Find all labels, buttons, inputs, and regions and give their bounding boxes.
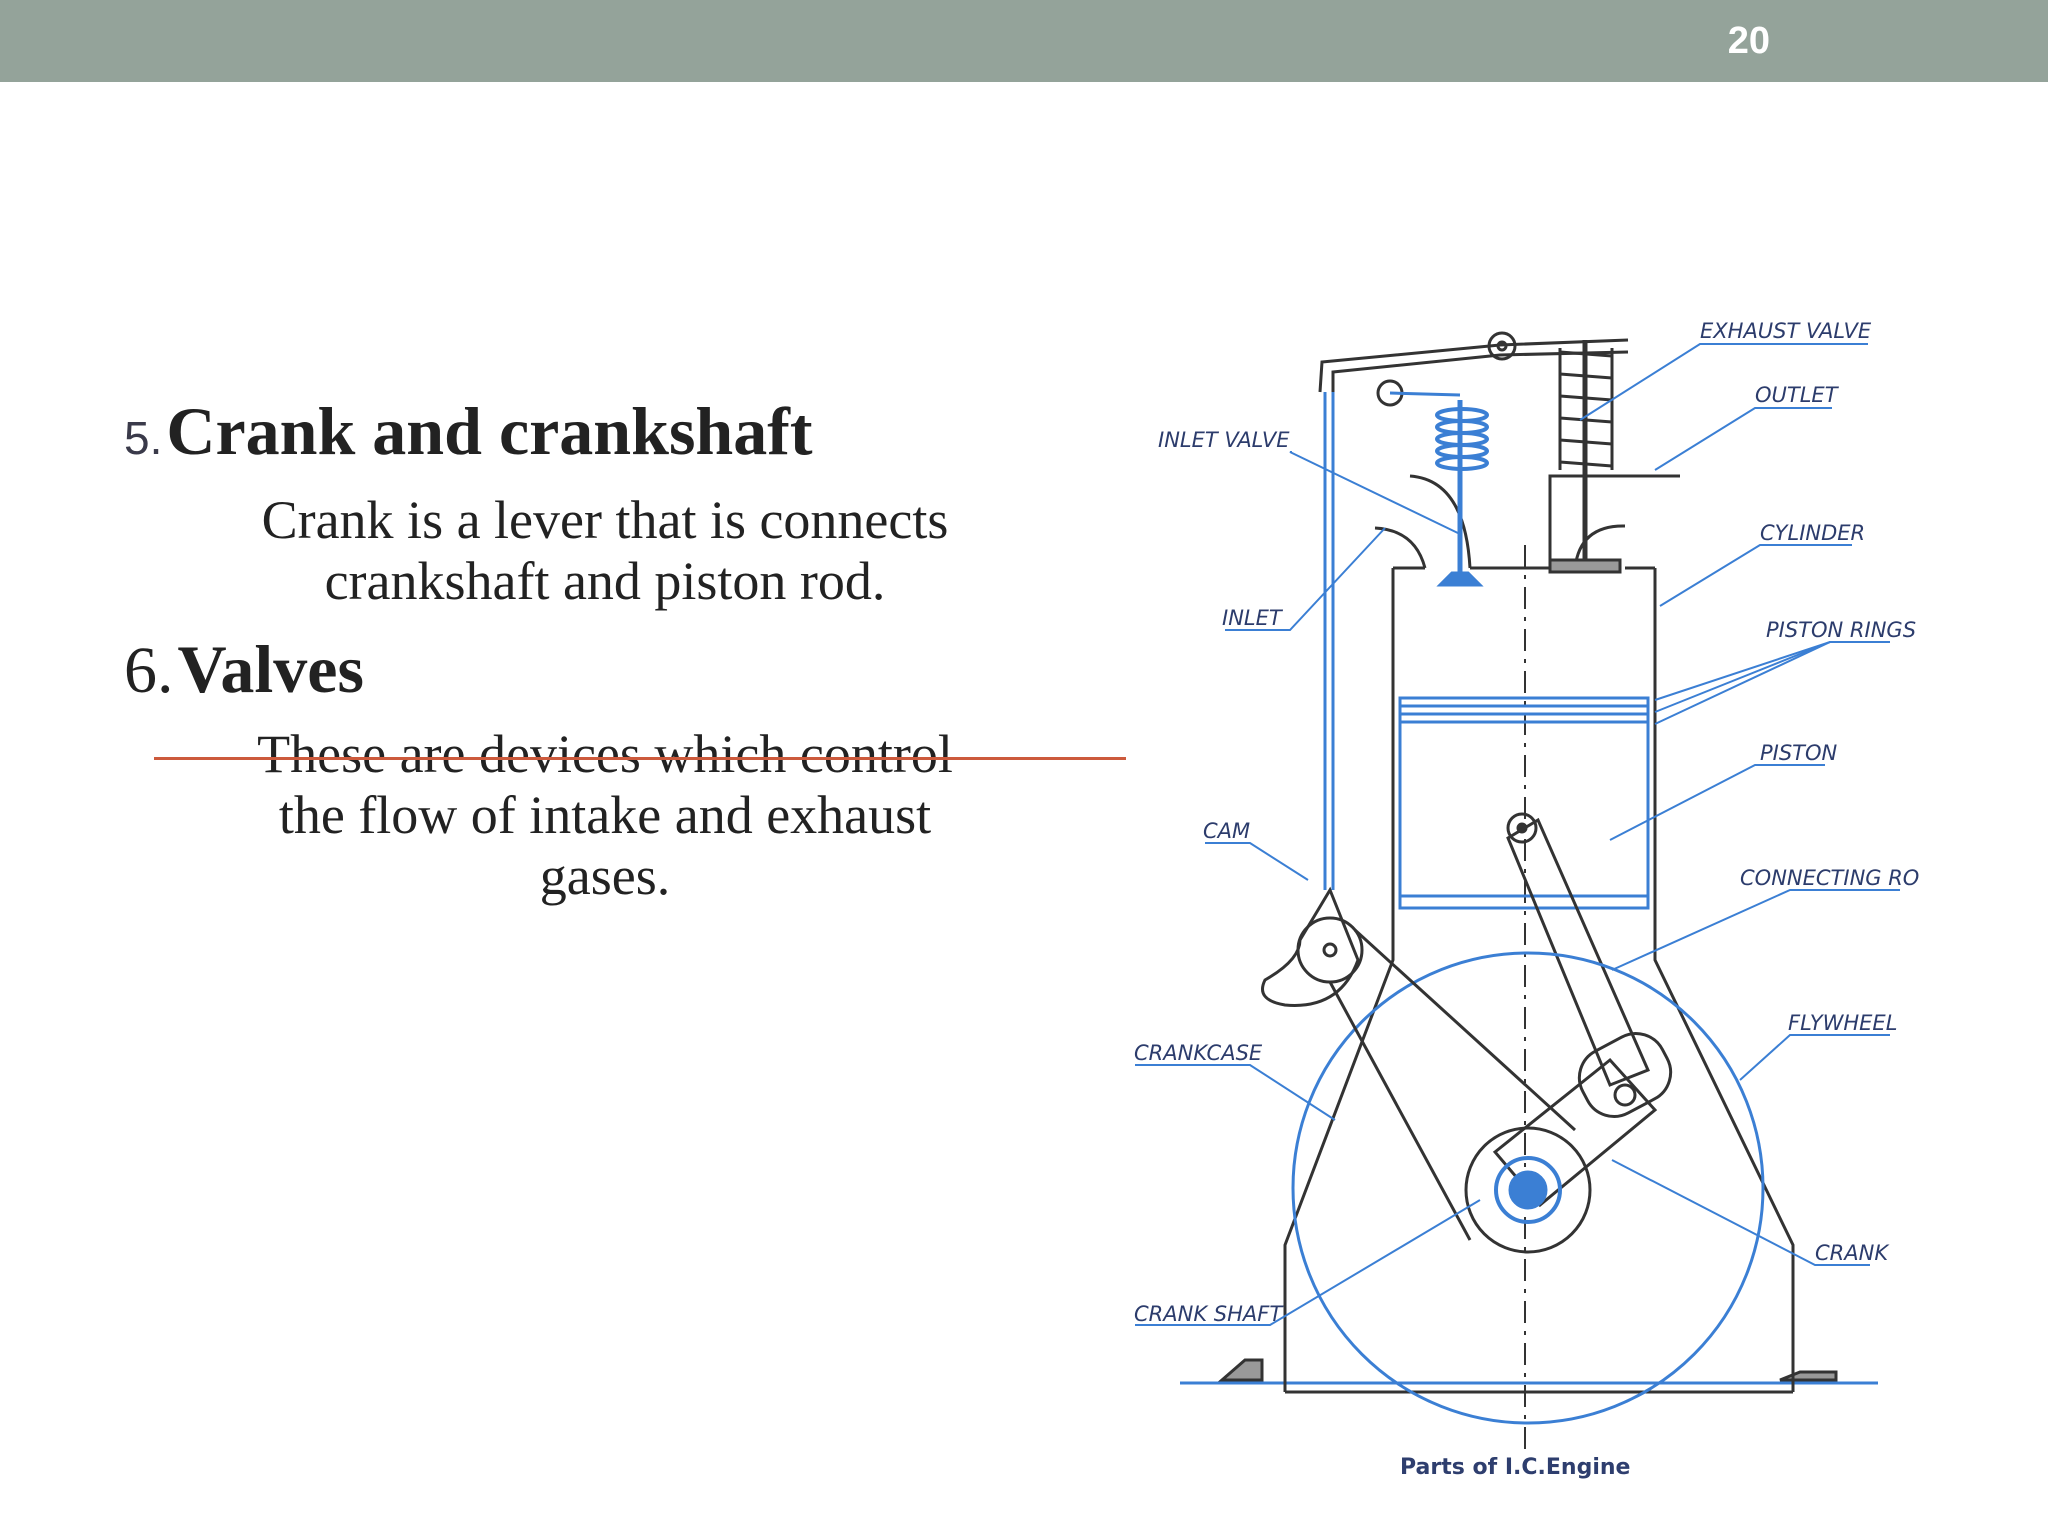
label-cylinder: CYLINDER — [1760, 521, 1865, 545]
section-5-heading: 5. Crank and crankshaft — [124, 392, 813, 471]
label-crank: CRANK — [1815, 1241, 1890, 1265]
section-6-body: These are devices which control the flow… — [200, 724, 1010, 907]
section-5-title: Crank and crankshaft — [166, 393, 813, 469]
section-5-body: Crank is a lever that is connects cranks… — [200, 490, 1010, 612]
section-6-line-1: These are devices which control — [257, 724, 953, 784]
label-inlet: INLET — [1222, 606, 1284, 630]
label-exhaust-valve: EXHAUST VALVE — [1700, 319, 1872, 343]
label-piston-rings: PISTON RINGS — [1766, 618, 1916, 642]
section-6-heading: 6. Valves — [124, 630, 364, 709]
ic-engine-diagram: EXHAUST VALVE OUTLET INLET VALVE CYLINDE… — [1134, 319, 1920, 1480]
strike-through-line — [154, 757, 1126, 760]
label-connecting-rod: CONNECTING ROD — [1740, 866, 1920, 890]
section-5-line-1: Crank is a lever that is connects — [261, 490, 949, 550]
label-crankcase: CRANKCASE — [1134, 1041, 1263, 1065]
section-6-line-3: gases. — [539, 846, 671, 906]
page-number: 20 — [1727, 20, 1770, 62]
label-outlet: OUTLET — [1755, 383, 1840, 407]
diagram-caption: Parts of I.C.Engine — [1400, 1455, 1630, 1480]
label-crank-shaft: CRANK SHAFT — [1134, 1302, 1284, 1326]
section-5-line-2: crankshaft and piston rod. — [324, 551, 886, 611]
section-6-number: 6. — [124, 634, 174, 707]
label-piston: PISTON — [1760, 741, 1838, 765]
label-inlet-valve: INLET VALVE — [1158, 428, 1290, 452]
section-6-line-2: the flow of intake and exhaust — [278, 785, 932, 845]
section-6-title: Valves — [177, 631, 364, 707]
label-cam: CAM — [1203, 819, 1250, 843]
label-flywheel: FLYWHEEL — [1788, 1011, 1897, 1035]
top-bar: 20 — [0, 0, 2048, 82]
section-5-number: 5. — [124, 412, 163, 464]
